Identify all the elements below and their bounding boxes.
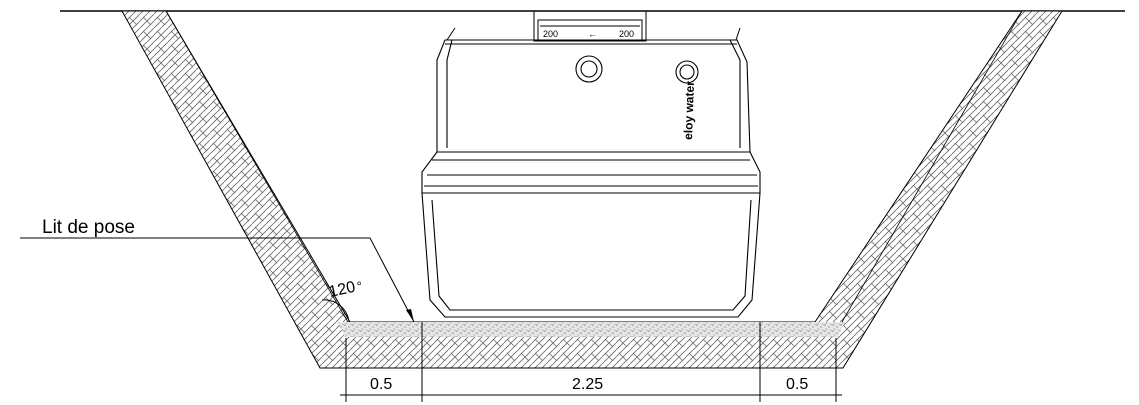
- trench-inner-outline: [165, 10, 1023, 323]
- riser-left-dimension: 200: [543, 29, 558, 39]
- trench-soil-hatch: [121, 10, 1063, 369]
- dimension-lines: [340, 322, 842, 402]
- lifting-hooks: [446, 27, 741, 41]
- riser: [533, 10, 647, 42]
- callout-arrowhead: [406, 309, 414, 322]
- callout-label: Lit de pose: [42, 217, 135, 238]
- dimension-right-gap: 0.5: [786, 376, 808, 393]
- angle-arc: [321, 299, 350, 323]
- brand-label: eloy water: [681, 81, 697, 140]
- callout-leader: [20, 237, 415, 323]
- riser-right-dimension: 200: [619, 29, 634, 39]
- dimension-left-gap: 0.5: [370, 376, 392, 393]
- bedding-layer: [338, 322, 845, 337]
- dimension-tank-width: 2.25: [572, 376, 603, 393]
- tank: [421, 39, 761, 318]
- angle-label: 120°: [327, 277, 364, 301]
- riser-arrow: ←: [588, 29, 597, 39]
